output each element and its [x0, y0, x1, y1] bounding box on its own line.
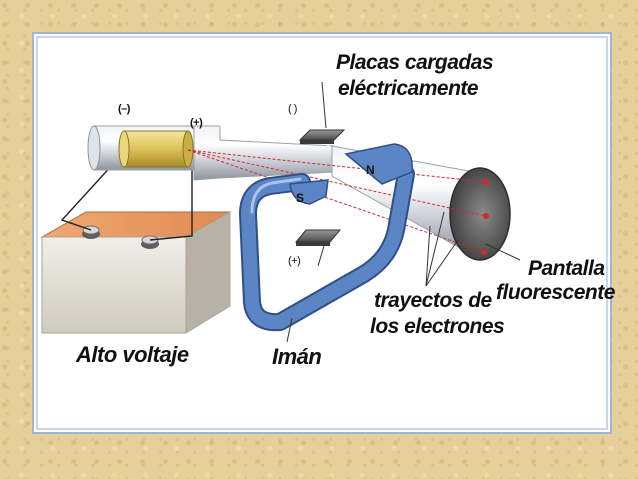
- diagram-panel: Placas cargadas eléctricamente (–) (+) (…: [32, 32, 615, 434]
- pointer-lines: [286, 81, 521, 343]
- pointer-screen: [485, 243, 521, 261]
- wire-positive: [149, 160, 193, 241]
- cathode-ring: [118, 130, 130, 168]
- cathode: [123, 130, 189, 168]
- battery: [40, 211, 232, 334]
- label-plate-top-charge: ( ): [288, 103, 297, 115]
- label-trajectories-line2: los electrones: [370, 315, 505, 338]
- anode-ring: [182, 130, 194, 168]
- label-charged-plates-line1: Placas cargadas: [336, 51, 494, 74]
- pointer-trajectory-3: [425, 239, 459, 287]
- battery-front: [41, 236, 187, 334]
- spot-upper: [483, 179, 489, 185]
- electron-beams: [187, 149, 487, 253]
- plate-top: [298, 129, 346, 144]
- pointer-magnet: [286, 317, 293, 343]
- label-magnet: Imán: [272, 344, 322, 369]
- tube-end-cap: [87, 125, 101, 171]
- beam-lower: [187, 149, 485, 253]
- label-north-pole: N: [366, 163, 375, 177]
- spot-middle: [483, 213, 489, 219]
- battery-terminal-right: [141, 235, 159, 249]
- fluorescent-screen: [449, 167, 511, 261]
- label-screen-line1: Pantalla: [528, 257, 605, 280]
- label-high-voltage: Alto voltaje: [76, 342, 189, 367]
- label-positive-terminal: (+): [190, 117, 203, 129]
- pointer-plates: [321, 81, 327, 129]
- label-charged-plates-line2: eléctricamente: [338, 77, 479, 100]
- cathode-ray-tube-diagram: [40, 81, 521, 343]
- label-south-pole: S: [296, 191, 304, 205]
- magnet-south-pole: [289, 179, 329, 205]
- battery-terminal-left: [82, 225, 100, 239]
- plate-bottom: [294, 229, 342, 246]
- pointer-trajectory-1: [425, 225, 431, 287]
- magnet: [239, 143, 415, 332]
- label-plate-bottom-charge: (+): [288, 255, 301, 267]
- label-trajectories-line1: trayectos de: [374, 289, 492, 312]
- label-negative-terminal: (–): [118, 103, 130, 115]
- wire-negative: [60, 151, 125, 231]
- pointer-trajectory-2: [425, 211, 445, 287]
- spot-lower: [481, 249, 487, 255]
- beam-middle: [187, 149, 487, 217]
- magnet-north-pole: [344, 143, 413, 185]
- label-screen-line2: fluorescente: [496, 281, 615, 304]
- battery-side: [185, 211, 231, 334]
- pointer-plate-bottom: [317, 245, 325, 267]
